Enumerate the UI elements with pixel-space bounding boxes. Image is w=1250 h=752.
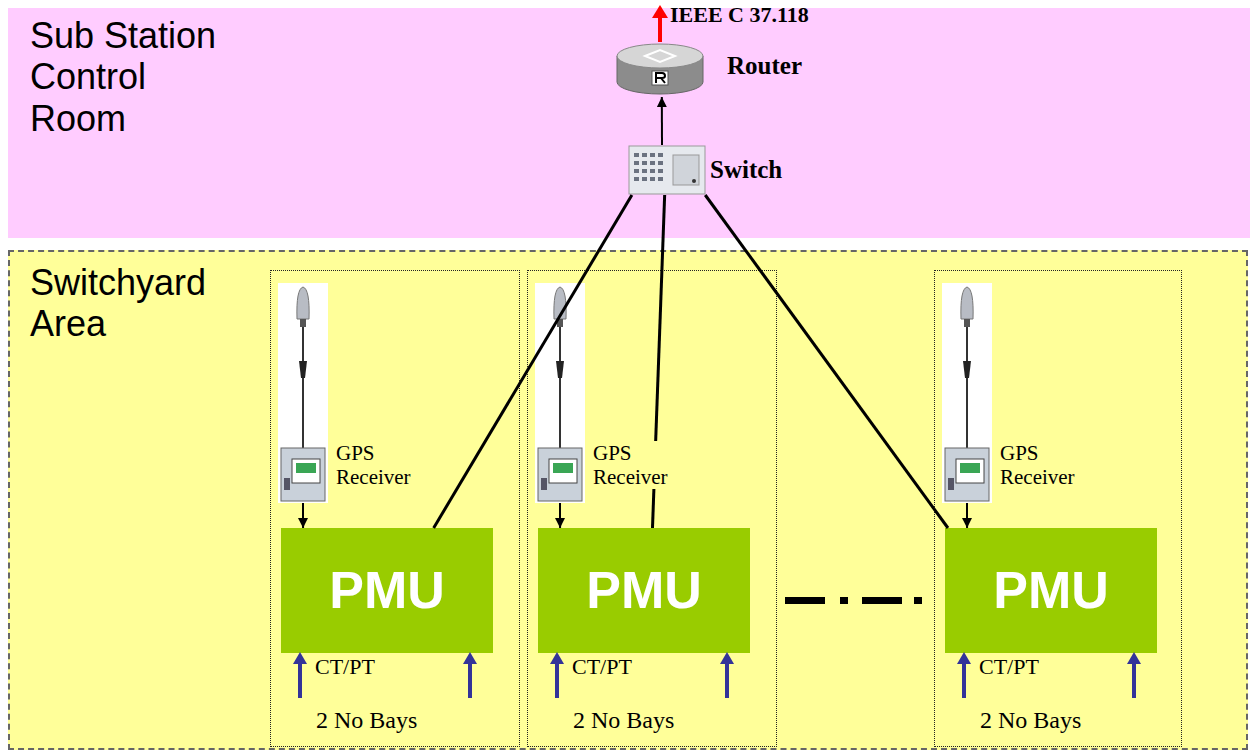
connector	[302, 503, 304, 528]
uplink-arrowhead	[652, 5, 668, 18]
input-label: CT/PT	[315, 654, 375, 679]
router-icon	[615, 42, 705, 97]
pmu-box: PMU	[281, 528, 493, 653]
connector	[661, 97, 663, 145]
label-holder: CT/PT	[979, 654, 1039, 679]
label-holder: CT/PT	[572, 654, 632, 679]
network-switch: Switch	[628, 145, 706, 195]
node-text: 2 No Bays	[573, 707, 773, 735]
uplink-arrow	[658, 16, 662, 42]
label-holder: CT/PT	[315, 654, 375, 679]
label-holder: IEEE C 37.118	[670, 2, 809, 27]
node-text: Router	[727, 52, 837, 81]
input-label: CT/PT	[979, 654, 1039, 679]
node-text: 2 No Bays	[316, 707, 516, 735]
connector	[434, 195, 632, 528]
connector	[705, 195, 948, 528]
node-text: GPS Receiver	[593, 441, 693, 489]
gps-receiver: GPS Receiver	[278, 283, 328, 503]
node-text: Sub Station Control Room	[30, 15, 235, 139]
gps-receiver: GPS Receiver	[942, 283, 992, 503]
node-text: GPS Receiver	[1000, 441, 1100, 489]
input-label: CT/PT	[572, 654, 632, 679]
bay-group: 2 No Bays GPS ReceiverPMU	[270, 270, 520, 747]
router: Router	[615, 42, 705, 97]
node-text: PMU	[993, 562, 1109, 619]
gps-receiver-icon	[278, 283, 328, 503]
pmu-box: PMU	[538, 528, 750, 653]
node-text: PMU	[329, 562, 445, 619]
pmu-box: PMU	[945, 528, 1157, 653]
bay-group: 2 No Bays GPS ReceiverPMU	[934, 270, 1182, 747]
node-text: Switchyard Area	[30, 262, 235, 345]
control-room-band: Sub Station Control Room RouterSwitch	[8, 8, 1250, 238]
connector	[966, 503, 968, 528]
node-text: GPS Receiver	[336, 441, 436, 489]
connector	[559, 503, 561, 528]
ct-pt-inputs	[293, 652, 1141, 698]
connector	[652, 195, 664, 528]
node-text: PMU	[586, 562, 702, 619]
gps-receiver-icon	[942, 283, 992, 503]
protocol-label: IEEE C 37.118	[670, 2, 809, 27]
continuation-dashes	[785, 597, 922, 604]
node-text: Switch	[710, 156, 820, 185]
node-text: 2 No Bays	[980, 707, 1180, 735]
switch-icon	[628, 145, 706, 195]
